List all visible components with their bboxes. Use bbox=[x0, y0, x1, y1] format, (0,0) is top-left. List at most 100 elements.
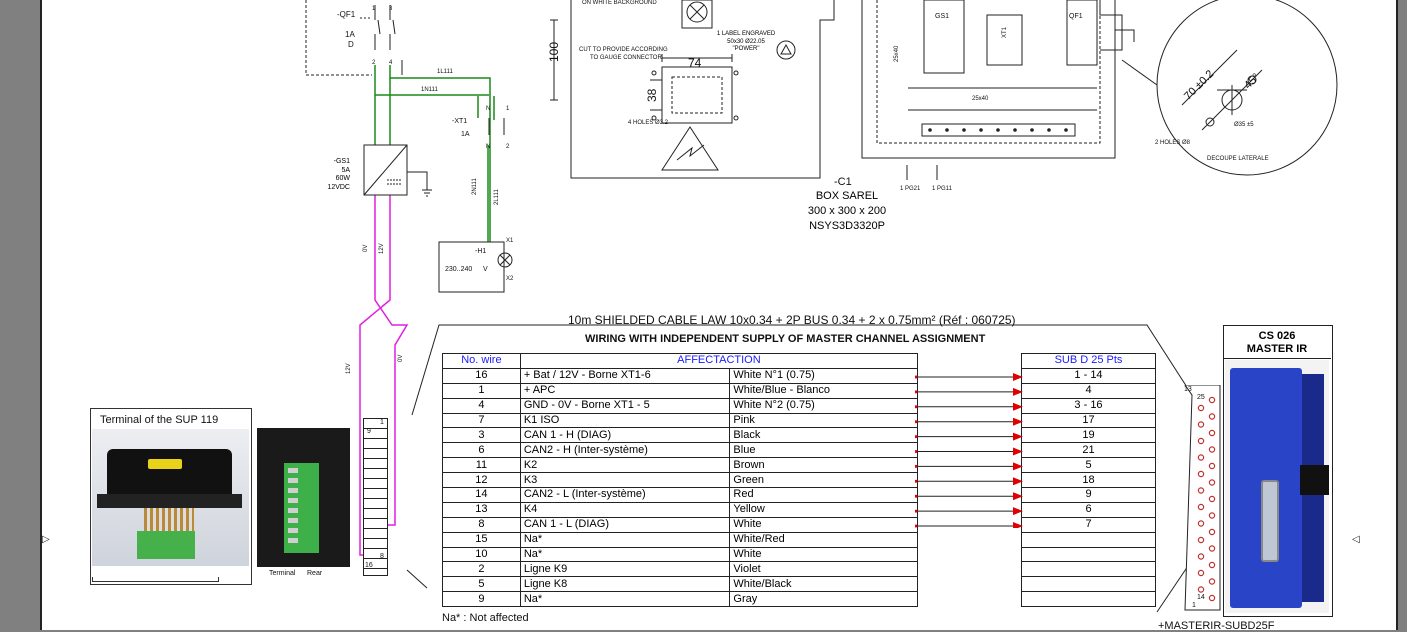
wire-arrow-tail bbox=[915, 464, 918, 468]
subd-row: 1 - 14 bbox=[1021, 367, 1156, 384]
qf1-ref: -QF1 bbox=[337, 10, 356, 19]
function-cell: Ligne K8 bbox=[519, 576, 731, 593]
terminal-panel bbox=[90, 408, 252, 585]
subd-row bbox=[1021, 576, 1156, 593]
wire-arrow-tail bbox=[915, 375, 918, 379]
function-cell: CAN2 - H (Inter-système) bbox=[519, 442, 731, 459]
gs1-power: 60W bbox=[335, 175, 350, 182]
layout-view bbox=[861, 0, 1158, 180]
subd-pin-hole bbox=[1197, 553, 1205, 560]
color-cell: White/Red bbox=[729, 531, 918, 548]
wiring-table-header: No. wire AFFECTACTION bbox=[442, 353, 919, 369]
header-affectation: AFFECTACTION bbox=[519, 353, 919, 369]
h1-unit: V bbox=[483, 266, 488, 273]
color-cell: Yellow bbox=[729, 501, 918, 518]
subd-pin-cell: 7 bbox=[1021, 516, 1156, 533]
wire-arrows bbox=[915, 373, 1023, 528]
subd-row bbox=[1021, 531, 1156, 548]
subd-pin-hole bbox=[1208, 594, 1216, 602]
wire-cell: 2 bbox=[442, 561, 521, 578]
color-cell: Red bbox=[729, 487, 918, 503]
net-label-12v: 12V bbox=[379, 243, 385, 254]
subd-pin-hole bbox=[1208, 446, 1216, 453]
subd-row: 21 bbox=[1021, 442, 1156, 459]
connector-body bbox=[107, 449, 232, 499]
wire-cell: 15 bbox=[442, 531, 521, 548]
wire-cell: 9 bbox=[442, 591, 521, 608]
wire-arrow-head bbox=[1013, 402, 1023, 411]
wire-arrow-head bbox=[1013, 447, 1023, 456]
subd-row bbox=[1021, 546, 1156, 563]
xt1-pin-n-top: N bbox=[486, 106, 491, 112]
subd-pin-hole bbox=[1208, 413, 1216, 420]
color-cell: Violet bbox=[729, 561, 918, 578]
qf1-pin-2: 2 bbox=[372, 60, 376, 66]
xt1-rating: 1A bbox=[461, 131, 470, 138]
cut-note-2: TO GAUGE CONNECTOR bbox=[590, 55, 662, 61]
subd-pin-cell: 17 bbox=[1021, 412, 1156, 429]
color-cell: White/Blue - Blanco bbox=[729, 382, 918, 399]
subd-pin-14: 14 bbox=[1197, 594, 1205, 601]
subd-row: 4 bbox=[1021, 382, 1156, 399]
white-bg-note: ON WHITE BACKGROUND bbox=[582, 0, 657, 6]
wire-arrow-head bbox=[1013, 507, 1023, 516]
color-cell: White bbox=[729, 516, 918, 533]
table-title: WIRING WITH INDEPENDENT SUPPLY OF MASTER… bbox=[585, 333, 986, 345]
subd-pin-hole bbox=[1208, 479, 1216, 486]
qf1-pin-3: 3 bbox=[389, 6, 393, 12]
layout-gs1: GS1 bbox=[935, 13, 950, 20]
subd-pin-25: 25 bbox=[1197, 394, 1205, 401]
wire-arrow-head bbox=[1013, 522, 1023, 528]
subd-pin-hole bbox=[1197, 487, 1205, 494]
label-note-1: 1 LABEL ENGRAVED bbox=[716, 31, 776, 37]
gs1-current: 5A bbox=[341, 166, 350, 174]
box-front-outline bbox=[550, 0, 835, 179]
device-cable bbox=[1300, 465, 1329, 495]
dim-74: 74 bbox=[688, 56, 702, 70]
wire-arrow-tail bbox=[915, 435, 918, 439]
color-cell: Green bbox=[729, 472, 918, 489]
subd-pin-hole bbox=[1208, 512, 1216, 519]
subd-pin-cell: 19 bbox=[1021, 427, 1156, 444]
c1-line-2: 300 x 300 x 200 bbox=[807, 205, 887, 217]
net-label-n111: 1N111 bbox=[421, 87, 438, 93]
subd-pin-hole bbox=[1208, 578, 1216, 585]
c1-ref: -C1 bbox=[834, 176, 852, 188]
color-cell: White/Black bbox=[729, 576, 918, 593]
wire-cell: 6 bbox=[442, 442, 521, 459]
subd-row: 17 bbox=[1021, 412, 1156, 429]
layout-qf1: QF1 bbox=[1069, 13, 1083, 20]
dim-100: 100 bbox=[547, 41, 561, 62]
h1-ref: -H1 bbox=[475, 248, 487, 255]
wire-cell: 4 bbox=[442, 397, 521, 414]
strip-pin-1: 1 bbox=[380, 419, 384, 426]
rear-screws bbox=[288, 468, 298, 548]
strip-pin-16: 16 bbox=[365, 562, 373, 569]
color-cell: Pink bbox=[729, 412, 918, 429]
wire-cell: 8 bbox=[442, 516, 521, 533]
function-cell: + APC bbox=[519, 382, 731, 399]
subd-row: 9 bbox=[1021, 487, 1156, 503]
color-cell: Gray bbox=[729, 591, 918, 608]
subd-pin-cell bbox=[1021, 531, 1156, 548]
master-ref: +MASTERIR-SUBD25F bbox=[1158, 620, 1275, 632]
color-cell: White N°2 (0.75) bbox=[729, 397, 918, 414]
terminal-caption: Terminal of the SUP 119 bbox=[100, 414, 219, 426]
function-cell: K3 bbox=[519, 472, 731, 489]
wire-arrow-head bbox=[1013, 432, 1023, 441]
color-cell: Brown bbox=[729, 457, 918, 474]
wire-arrow-tail bbox=[915, 479, 918, 483]
subd-pin-cell: 9 bbox=[1021, 487, 1156, 503]
wire-cell: 14 bbox=[442, 487, 521, 503]
qf1-pin-4: 4 bbox=[389, 60, 393, 66]
cut-note-1: CUT TO PROVIDE ACCORDING bbox=[579, 47, 668, 53]
holes-note: 4 HOLES Ø3.2 bbox=[628, 120, 669, 126]
subd-connector bbox=[1184, 385, 1221, 611]
c1-line-3: NSYS3D3320P bbox=[809, 220, 885, 232]
